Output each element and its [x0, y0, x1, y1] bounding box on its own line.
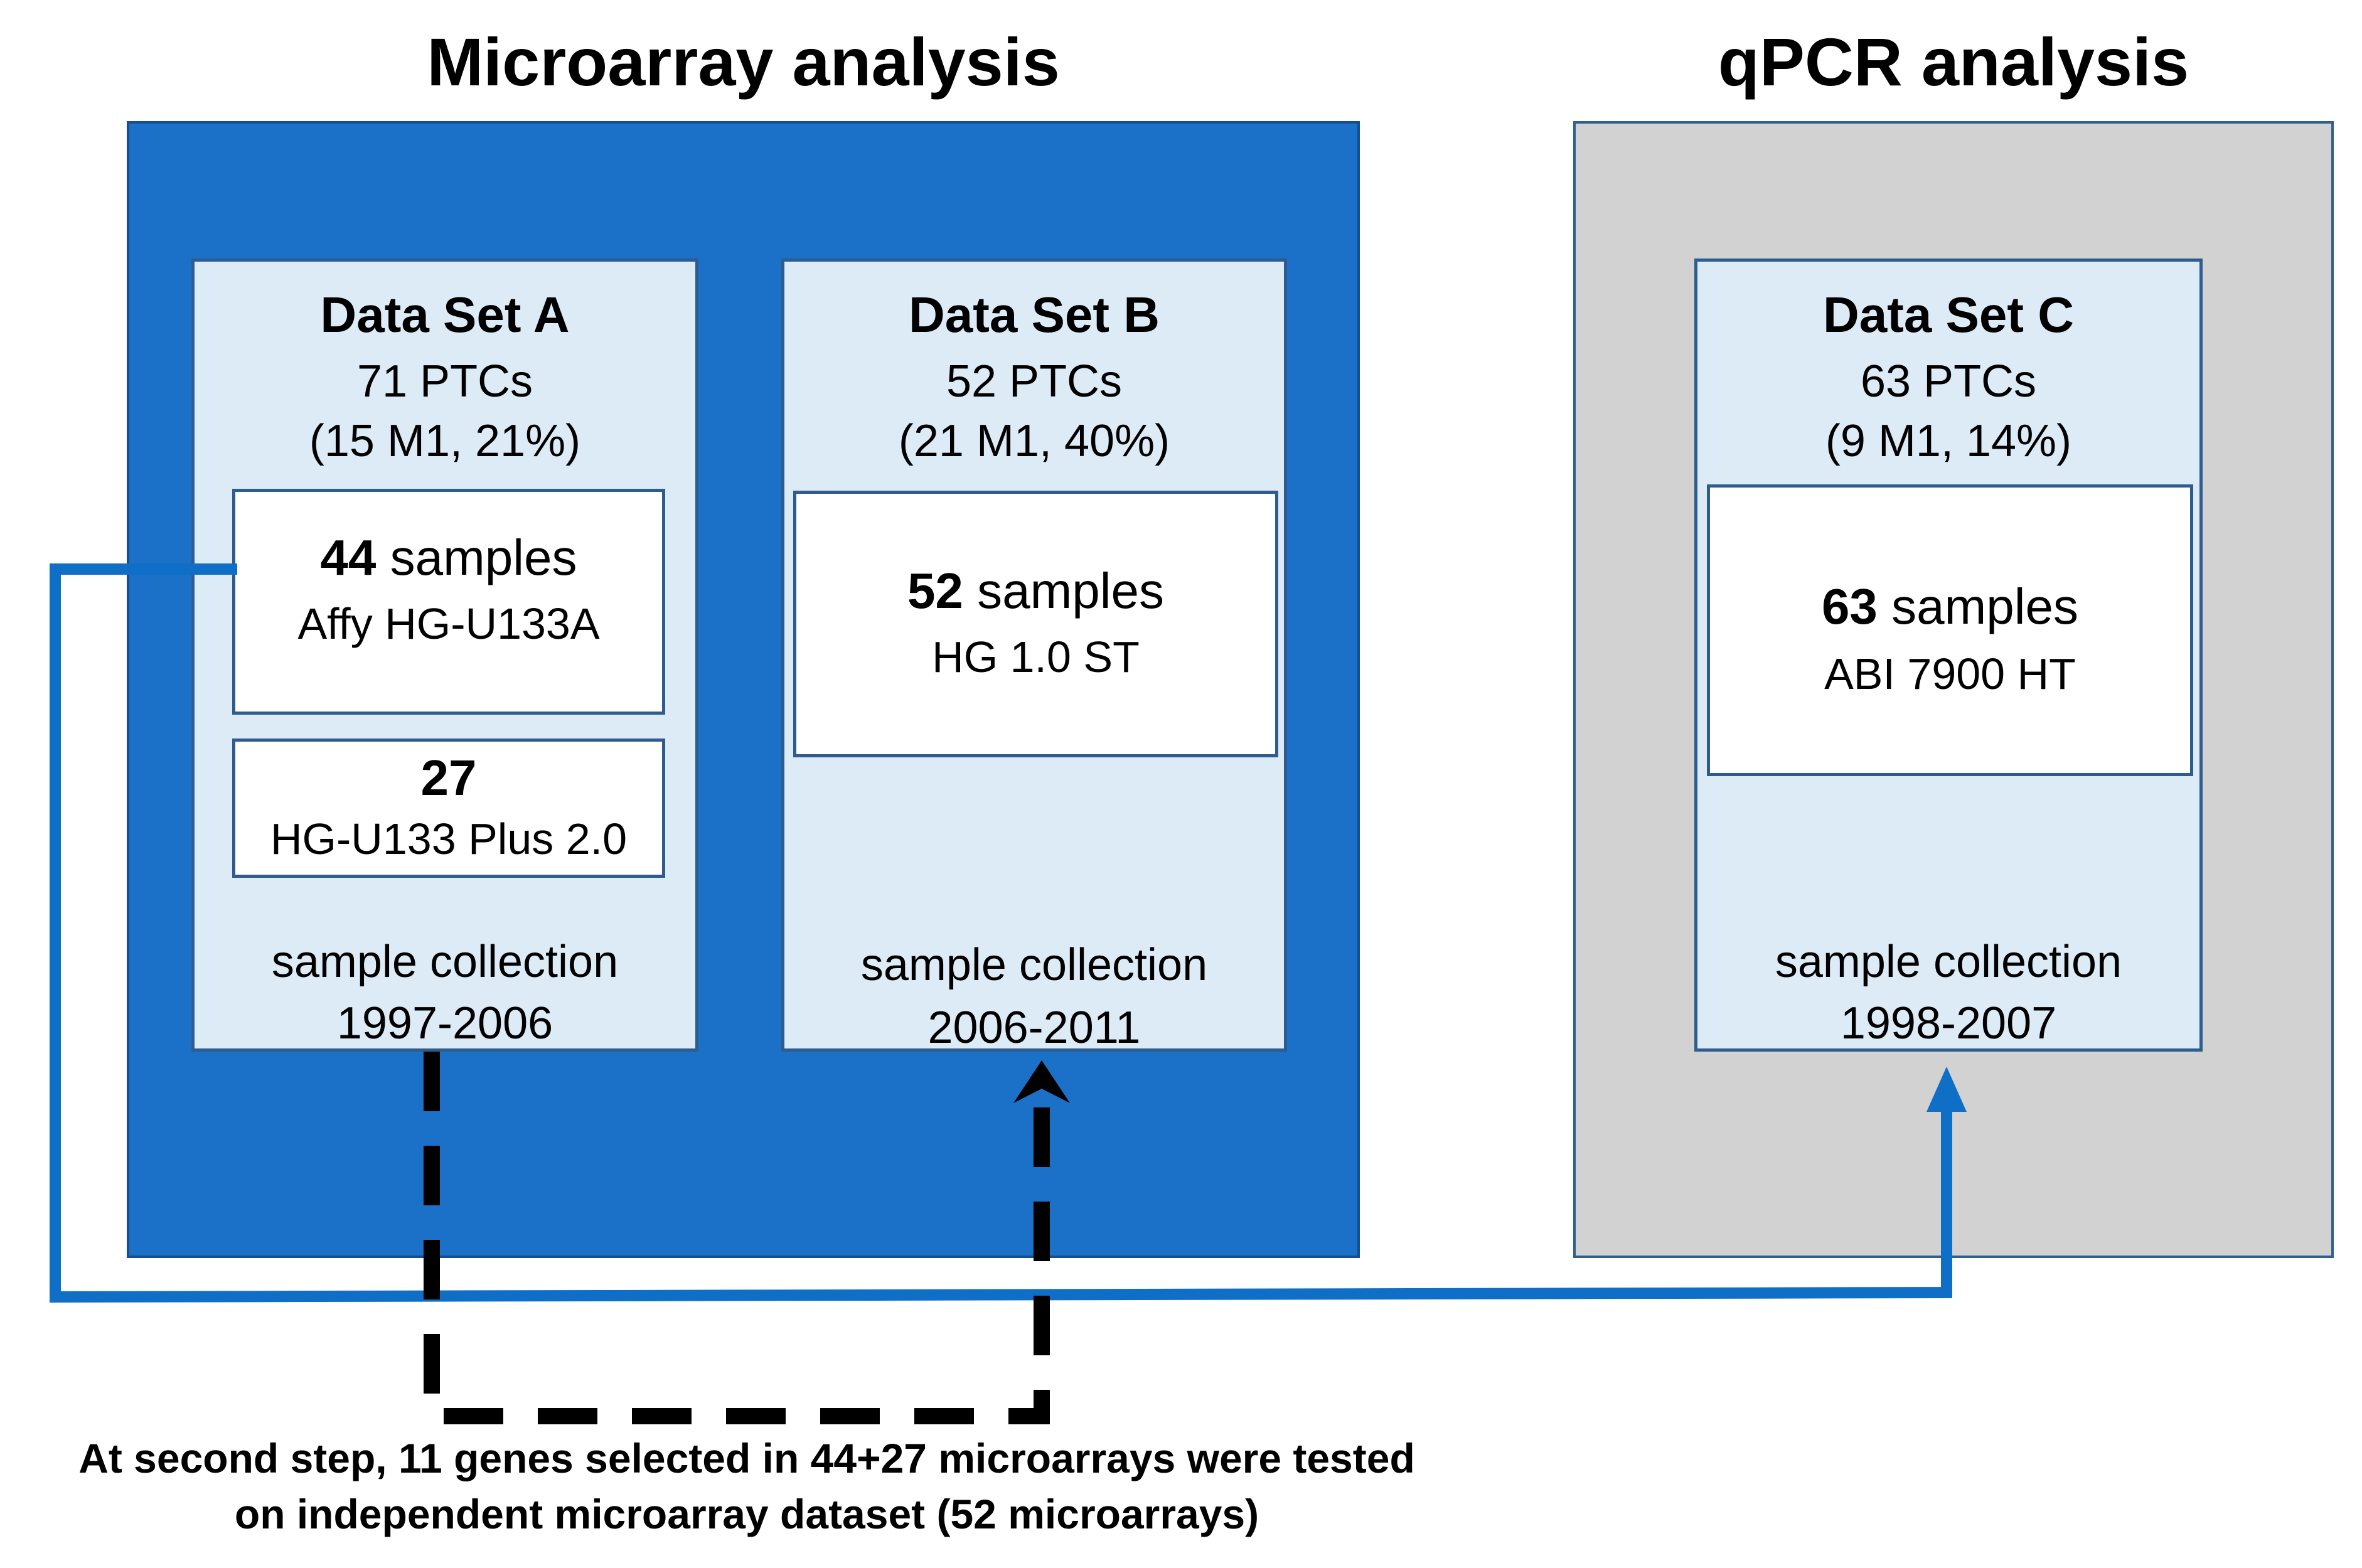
dataset-a-title: Data Set A	[320, 287, 570, 343]
dataset-b-box: Data Set B 52 PTCs (21 M1, 40%) 52 sampl…	[781, 259, 1287, 1052]
dataset-c-collection-label: sample collection	[1775, 937, 2122, 987]
platform-label: HG-U133 Plus 2.0	[270, 814, 628, 863]
footnote-line-2: on independent microarray dataset (52 mi…	[234, 1491, 1259, 1538]
blue-connector-line	[50, 563, 1952, 1303]
dataset-b-collection-years: 2006-2011	[927, 1003, 1141, 1053]
dataset-b-title: Data Set B	[908, 287, 1160, 343]
microarray-heading: Microarray analysis	[427, 24, 1060, 100]
dataset-c-collection-years: 1998-2007	[1840, 998, 2057, 1048]
dataset-a-ptcs: 71 PTCs	[356, 356, 533, 407]
dataset-a-platform-1: 44 samples Affy HG-U133A	[232, 489, 665, 715]
footnote: At second step, 11 genes selected in 44+…	[0, 1431, 1494, 1542]
footnote-line-1: At second step, 11 genes selected in 44+…	[78, 1435, 1415, 1481]
dataset-a-box: Data Set A 71 PTCs (15 M1, 21%) 44 sampl…	[191, 259, 698, 1052]
dataset-b-m1: (21 M1, 40%)	[898, 416, 1170, 466]
platform-label: ABI 7900 HT	[1824, 649, 2076, 698]
dataset-b-ptcs: 52 PTCs	[946, 356, 1123, 407]
platform-label: HG 1.0 ST	[932, 632, 1140, 681]
dataset-a-platform-2: 27 HG-U133 Plus 2.0	[232, 739, 665, 878]
sample-count-label: 63 samples	[1821, 579, 2079, 634]
dataset-c-ptcs: 63 PTCs	[1860, 356, 2037, 407]
sample-count-label: 27	[420, 750, 477, 806]
dataset-c-platform-1: 63 samples ABI 7900 HT	[1707, 484, 2193, 776]
dataset-b-collection-label: sample collection	[860, 940, 1208, 990]
sample-count-label: 44 samples	[320, 530, 577, 585]
dataset-c-box: Data Set C 63 PTCs (9 M1, 14%) 63 sample…	[1694, 259, 2203, 1052]
dataset-b-platform-1: 52 samples HG 1.0 ST	[793, 491, 1278, 757]
blue-arrowhead	[1926, 1067, 1967, 1112]
dashed-connector-line	[424, 1052, 1050, 1424]
dataset-a-collection-years: 1997-2006	[336, 998, 553, 1048]
dataset-c-m1: (9 M1, 14%)	[1825, 416, 2072, 466]
dataset-c-title: Data Set C	[1822, 287, 2075, 343]
sample-count-label: 52 samples	[907, 563, 1165, 619]
dataset-a-collection-label: sample collection	[271, 937, 619, 987]
qpcr-heading: qPCR analysis	[1718, 24, 2189, 100]
platform-label: Affy HG-U133A	[297, 599, 600, 648]
dataset-a-m1: (15 M1, 21%)	[309, 416, 581, 466]
dashed-arrowhead	[1013, 1060, 1070, 1103]
